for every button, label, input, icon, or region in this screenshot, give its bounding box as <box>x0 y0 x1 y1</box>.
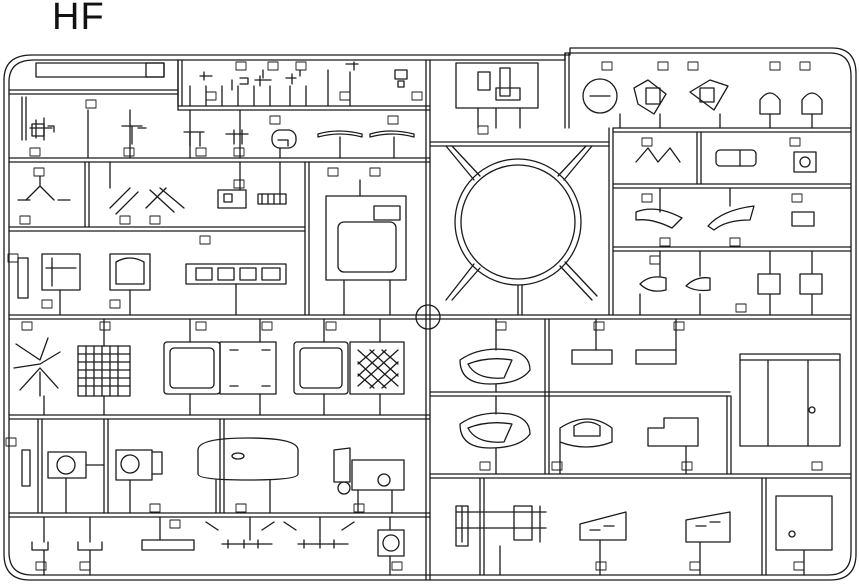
row3-parts <box>17 161 407 281</box>
right-lower-parts <box>459 318 841 475</box>
small-fittings-row <box>189 61 408 107</box>
runner-grid <box>8 52 852 581</box>
right-mid-parts <box>635 147 823 316</box>
bottom-row-parts <box>31 516 405 576</box>
lower-left-parts <box>13 318 405 416</box>
turret-ring-part <box>415 141 610 330</box>
lower-row-parts <box>21 437 405 514</box>
sprue-title: HF <box>52 0 105 38</box>
part-number-tabs <box>5 61 823 571</box>
bottom-right-parts <box>455 495 833 576</box>
instrument-box-part <box>455 62 539 129</box>
top-left-bar-part <box>21 62 165 141</box>
row4-parts <box>17 253 391 316</box>
sprue-frame <box>3 47 857 581</box>
row2-parts <box>87 109 415 159</box>
top-right-parts <box>582 78 823 129</box>
